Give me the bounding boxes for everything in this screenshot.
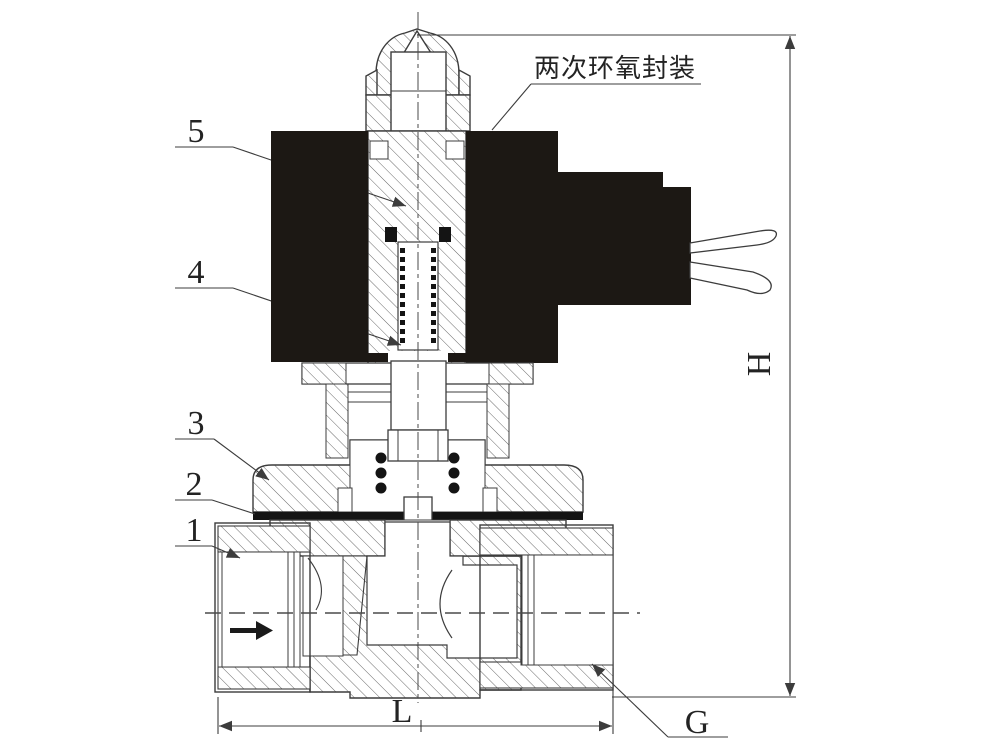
inlet-passage: [302, 555, 344, 657]
dimension-height: [417, 34, 796, 698]
part-number-2: 2: [186, 466, 203, 503]
dim-length-label: L: [392, 693, 413, 730]
valve-body: [214, 519, 614, 699]
dim-height-label: H: [741, 352, 778, 377]
lead-wires: [689, 229, 778, 295]
lead-wire-lower: [689, 261, 772, 295]
leader-part-2: [211, 499, 256, 515]
leader-part-1: [211, 545, 241, 559]
leader-epoxy-callout: [491, 83, 532, 131]
seal-ring-left: [385, 227, 397, 242]
leader-part-3: [213, 438, 270, 481]
armature-tube: [367, 130, 467, 379]
main-spring-dots: [375, 452, 460, 494]
epoxy-encapsulation-callout: 两次环氧封装: [534, 54, 696, 83]
seal-ring-right: [439, 227, 451, 242]
coil-connector-nub: [663, 187, 691, 305]
part-number-4: 4: [188, 254, 205, 291]
dim-thread-label: G: [685, 704, 710, 741]
flow-arrow: [230, 621, 273, 640]
spring-coil-dots: [400, 248, 436, 343]
part-number-1: 1: [186, 512, 203, 549]
coil-right-half: [466, 131, 558, 363]
coil-left-half: [271, 131, 368, 361]
solenoid-coil: [271, 131, 691, 364]
dimension-length: [217, 668, 614, 734]
leader-thread-g: [591, 663, 669, 738]
outlet-port: [479, 524, 614, 691]
lead-wire-upper: [689, 229, 778, 254]
inlet-port: [214, 522, 311, 693]
coil-connector-block: [558, 172, 663, 305]
part-number-3: 3: [188, 405, 205, 442]
labels: 两次环氧封装 5 4 3 2 1 H L G: [175, 54, 778, 741]
part-number-5: 5: [188, 113, 205, 150]
